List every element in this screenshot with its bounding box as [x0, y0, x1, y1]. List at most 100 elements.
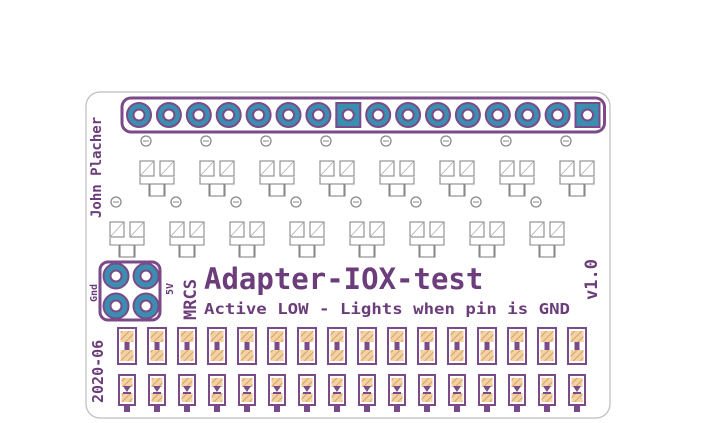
- led-footprint: [328, 374, 346, 412]
- header-pin: [215, 102, 242, 128]
- version-label: v1.0: [582, 259, 602, 300]
- header-pin: [275, 102, 302, 128]
- via: [200, 135, 212, 147]
- led-footprint: [538, 374, 556, 412]
- power-pin: [132, 292, 160, 320]
- resistor-footprint: [387, 327, 407, 365]
- transistor-footprint: [259, 135, 295, 197]
- led-footprint: [148, 374, 166, 412]
- pin-header-16: [120, 96, 606, 134]
- resistor-footprint: [147, 327, 167, 365]
- via: [350, 196, 362, 208]
- transistor-footprint: [229, 196, 265, 258]
- transistor-footprint: [499, 135, 535, 197]
- board-outline: [85, 91, 611, 419]
- led-footprint: [238, 374, 256, 412]
- board-subtitle: Active LOW - Lights when pin is GND: [204, 300, 570, 318]
- via: [440, 135, 452, 147]
- via: [320, 135, 332, 147]
- transistor-row-2: [109, 196, 565, 258]
- via: [500, 135, 512, 147]
- led-footprint: [478, 374, 496, 412]
- header-pin: [185, 102, 212, 128]
- header-pin: [245, 102, 272, 128]
- via: [470, 196, 482, 208]
- header-pin: [454, 102, 481, 128]
- via: [140, 135, 152, 147]
- resistor-footprint: [177, 327, 197, 365]
- transistor-footprint: [289, 196, 325, 258]
- resistor-footprint: [297, 327, 317, 365]
- via: [530, 196, 542, 208]
- led-footprint: [208, 374, 226, 412]
- transistor-footprint: [559, 135, 595, 197]
- resistor-footprint: [447, 327, 467, 365]
- via: [170, 196, 182, 208]
- via: [260, 135, 272, 147]
- via: [410, 196, 422, 208]
- power-pin: [102, 292, 130, 320]
- resistor-footprint: [477, 327, 497, 365]
- header-pin: [514, 102, 541, 128]
- resistor-footprint: [417, 327, 437, 365]
- header-pin: [126, 102, 152, 128]
- via: [110, 196, 122, 208]
- header-pin: [544, 102, 571, 128]
- transistor-footprint: [319, 135, 355, 197]
- led-footprint: [268, 374, 286, 412]
- via: [230, 196, 242, 208]
- led-footprint: [388, 374, 406, 412]
- resistor-footprint: [357, 327, 377, 365]
- led-footprint: [418, 374, 436, 412]
- led-footprint: [178, 374, 196, 412]
- header-pin: [155, 102, 182, 128]
- date-label: 2020-06: [89, 340, 107, 403]
- transistor-footprint: [379, 135, 415, 197]
- transistor-row-1: [139, 135, 595, 197]
- transistor-footprint: [169, 196, 205, 258]
- resistor-footprint: [537, 327, 557, 365]
- resistor-footprint: [567, 327, 587, 365]
- header-pin: [335, 102, 362, 128]
- resistor-footprint: [267, 327, 287, 365]
- via: [380, 135, 392, 147]
- header-pin: [425, 102, 451, 128]
- resistor-footprint: [117, 327, 137, 365]
- resistor-footprint: [207, 327, 227, 365]
- resistor-footprint: [507, 327, 527, 365]
- led-footprint: [298, 374, 316, 412]
- led-footprint: [508, 374, 526, 412]
- transistor-footprint: [139, 135, 175, 197]
- led-footprint: [358, 374, 376, 412]
- resistor-footprint: [327, 327, 347, 365]
- brand-label: MRCS: [181, 279, 201, 320]
- led-footprint: [568, 374, 586, 412]
- transistor-footprint: [349, 196, 385, 258]
- transistor-footprint: [439, 135, 475, 197]
- via: [560, 135, 572, 147]
- power-pin: [132, 262, 160, 290]
- resistor-footprint: [237, 327, 257, 365]
- led-row: [118, 374, 586, 412]
- header-pin: [305, 102, 332, 128]
- led-footprint: [448, 374, 466, 412]
- author-label: John Placher: [89, 117, 105, 218]
- 5v-label: 5V: [165, 283, 176, 295]
- resistor-row: [117, 327, 587, 365]
- header-pin: [484, 102, 511, 128]
- power-pin: [102, 262, 130, 290]
- transistor-footprint: [469, 196, 505, 258]
- via: [290, 196, 302, 208]
- header-pin: [574, 102, 601, 128]
- gnd-label: Gnd: [89, 284, 100, 302]
- transistor-footprint: [529, 196, 565, 258]
- transistor-footprint: [199, 135, 235, 197]
- led-footprint: [118, 374, 136, 412]
- power-header: [98, 260, 162, 322]
- transistor-footprint: [109, 196, 145, 258]
- header-pin: [365, 102, 392, 128]
- transistor-footprint: [409, 196, 445, 258]
- board-title: Adapter-IOX-test: [204, 262, 483, 296]
- header-pin: [395, 102, 422, 128]
